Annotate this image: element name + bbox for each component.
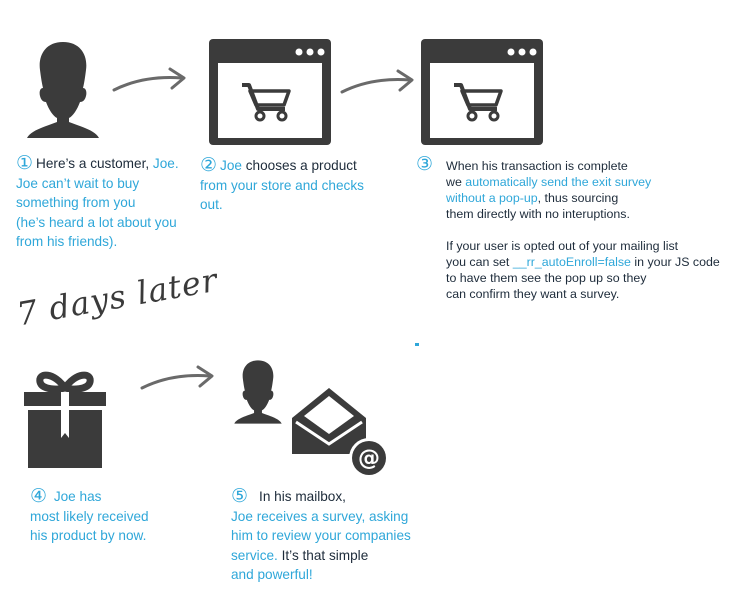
browser-cart-icon xyxy=(209,39,331,145)
step-number: ① xyxy=(16,153,34,174)
arrow-icon xyxy=(140,365,214,390)
seven-days-later-label: 7 days later xyxy=(14,260,221,334)
envelope-icon xyxy=(292,388,366,454)
step-3-caption: When his transaction is complete we auto… xyxy=(446,159,720,301)
decor-dot xyxy=(415,343,419,346)
step-number: ④ xyxy=(30,486,48,507)
at-sign-icon: @ xyxy=(349,438,389,478)
step-number: ⑤ xyxy=(231,486,249,507)
gift-icon xyxy=(24,371,106,468)
step-4-caption: ④ Joe has most likely received his produ… xyxy=(30,486,149,543)
step-3-number: ③ xyxy=(416,154,434,175)
arrow-icon xyxy=(112,67,186,92)
customer-icon xyxy=(234,360,282,424)
arrow-icon xyxy=(340,69,414,94)
browser-cart-icon xyxy=(421,39,543,145)
step-number: ② xyxy=(200,155,218,176)
customer-icon xyxy=(27,42,99,138)
svg-text:@: @ xyxy=(358,446,380,471)
